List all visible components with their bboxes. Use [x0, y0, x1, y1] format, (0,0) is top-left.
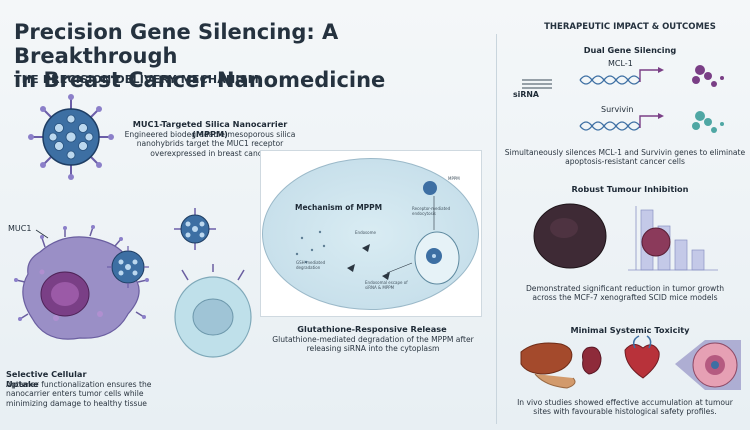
nanocarrier-line-3: overexpressed in breast cancer: [150, 148, 270, 158]
release-line-2: releasing siRNA into the cytoplasm: [306, 344, 440, 354]
title-line-1: Precision Gene Silencing: A Breakthrough: [14, 20, 339, 68]
dual-silencing-illustration: [522, 65, 724, 133]
tumour-line-2: across the MCF-7 xenografted SCID mice m…: [532, 293, 718, 303]
toxicity-description: In vivo studies showed effective accumul…: [505, 398, 745, 417]
dual-line-2: apoptosis-resistant cancer cells: [565, 157, 685, 167]
mechanism-label-endosome: Endosome: [355, 230, 376, 235]
toxicity-line-1: In vivo studies showed effective accumul…: [517, 398, 733, 407]
mechanism-label-escape: Endosomal escape of siRNA & MPPM: [365, 280, 408, 290]
mechanism-label-mppm: MPPM: [448, 176, 460, 181]
mechanism-title: Mechanism of MPPM: [295, 203, 383, 212]
small-nanoparticle-illustration: [174, 208, 216, 250]
mechanism-label-degradation: GSH-mediated degradation: [296, 260, 326, 270]
release-line-1: Glutathione-mediated degradation of the …: [272, 335, 474, 344]
nanocarrier-line-2: nanohybrids target the MUC1 receptor: [136, 139, 284, 149]
uptake-line-2: nanocarrier enters tumor cells while: [6, 389, 144, 399]
nanocarrier-illustration: [28, 94, 114, 180]
tumour-heading: Robust Tumour Inhibition: [571, 184, 689, 194]
nanocarrier-description: Engineered biodegradable mesoporous sili…: [120, 130, 300, 158]
dual-line-1: Simultaneously silences MCL-1 and Surviv…: [504, 148, 746, 157]
column-divider: [496, 34, 497, 424]
healthy-cell-illustration: [174, 264, 252, 358]
gene-label-mcl1: MCL-1: [608, 59, 633, 68]
mechanism-diagram: [295, 181, 460, 285]
release-description: Glutathione-mediated degradation of the …: [258, 335, 488, 354]
dual-silencing-description: Simultaneously silences MCL-1 and Surviv…: [500, 148, 750, 167]
uptake-line-1: Aptamer functionalization ensures the: [6, 380, 152, 389]
mechanism-label-endocytosis: Receptor-mediated endocytosis: [412, 206, 451, 216]
title-line-2: in Breast Cancer Nanomedicine: [14, 68, 386, 92]
toxicity-illustration: [520, 335, 741, 390]
release-heading: Glutathione-Responsive Release: [297, 324, 447, 334]
nanocarrier-heading: MUC1-Targeted Silica Nanocarrier (MPPM): [132, 119, 288, 139]
page-title: Precision Gene Silencing: A Breakthrough…: [14, 20, 484, 92]
uptake-line-3: minimizing damage to healthy tissue: [6, 398, 147, 408]
cancer-cell-illustration: [14, 225, 149, 340]
sirna-label: siRNA: [513, 90, 539, 99]
gene-label-survivin: Survivin: [601, 105, 634, 114]
muc1-label: MUC1: [8, 224, 32, 233]
tumour-inhibition-illustration: [533, 203, 718, 271]
section-title-outcomes: THERAPEUTIC IMPACT & OUTCOMES: [544, 22, 716, 32]
nanocarrier-line-1: Engineered biodegradable mesoporous sili…: [124, 130, 296, 139]
uptake-heading: Selective Cellular Uptake: [6, 369, 87, 389]
tumour-description: Demonstrated significant reduction in tu…: [505, 284, 745, 303]
uptake-description: Aptamer functionalization ensures the na…: [6, 380, 186, 408]
dual-silencing-heading: Dual Gene Silencing: [583, 45, 677, 55]
section-title-mechanism: THE PRECISION DELIVERY MECHANISM: [14, 73, 259, 86]
toxicity-line-2: sites with favourable histological safet…: [533, 407, 717, 417]
toxicity-heading: Minimal Systemic Toxicity: [570, 325, 690, 335]
tumour-line-1: Demonstrated significant reduction in tu…: [525, 284, 725, 293]
